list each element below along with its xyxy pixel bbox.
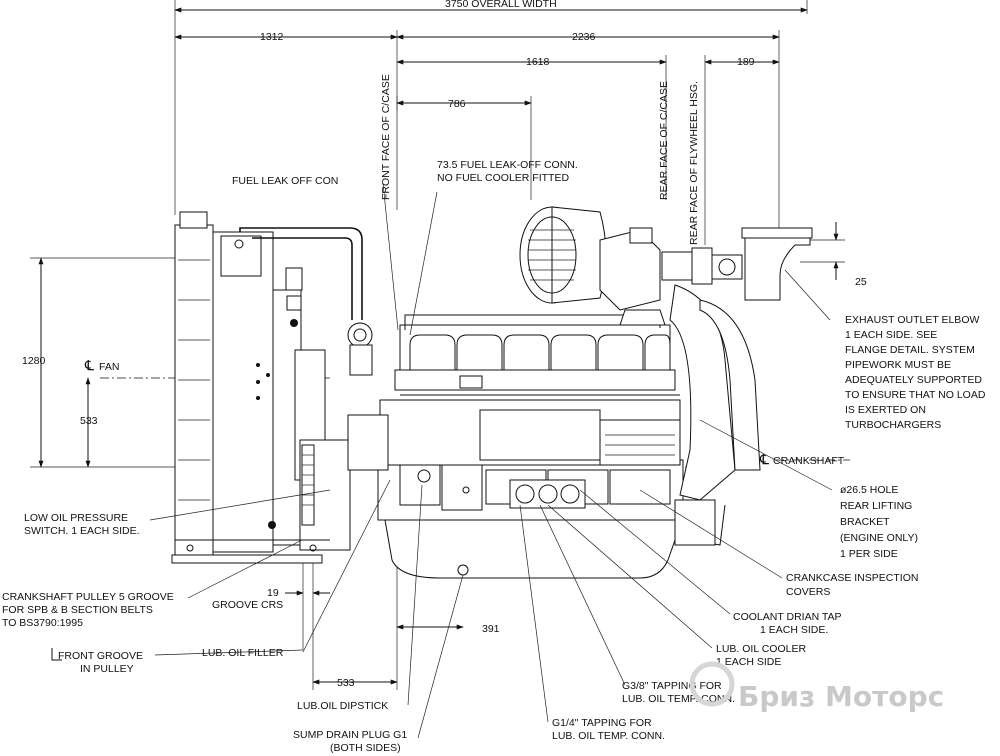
sump-plug-note: SUMP DRAIN PLUG G1 (BOTH SIDES) — [293, 729, 410, 754]
fuel-leak-off-con: FUEL LEAK OFF CON — [232, 175, 338, 187]
rear-face-label: REAR FACE OF C/CASE — [658, 81, 670, 200]
oil-cooler-note: LUB. OIL COOLER 1 EACH SIDE — [716, 643, 809, 668]
crankshaft-cl-label: CRANKSHAFT — [773, 455, 845, 467]
front-groove-symbol — [51, 648, 62, 661]
radiator — [171, 211, 363, 564]
rear-flywheel-label: REAR FACE OF FLYWHEEL HSG. — [688, 81, 700, 245]
dim-533-left: 533 — [80, 415, 98, 427]
crankcase-covers-note: CRANKCASE INSPECTION COVERS — [786, 572, 921, 598]
exhaust-outlet-note: EXHAUST OUTLET ELBOW 1 EACH SIDE. SEE FL… — [845, 314, 988, 431]
dim-391: 391 — [482, 623, 500, 635]
watermark: Бриз Моторс — [689, 661, 944, 713]
crankshaft-pulley — [301, 444, 315, 526]
engine-block — [347, 314, 684, 579]
fan-cl-symbol: ℄ — [84, 357, 94, 373]
pulley-note: CRANKSHAFT PULLEY 5 GROOVE FOR SPB & B S… — [2, 591, 177, 629]
crankshaft-cl-symbol: ℄ — [759, 451, 769, 467]
coolant-tap-note: COOLANT DRIAN TAP 1 EACH SIDE. — [733, 611, 844, 636]
lifting-hole-note: ø26.5 HOLE REAR LIFTING BRACKET (ENGINE … — [840, 484, 921, 560]
dim-189: 189 — [737, 56, 755, 68]
leader-lines — [149, 182, 833, 739]
groove-crs-label: GROOVE CRS — [212, 599, 283, 611]
watermark-text: Бриз Моторс — [738, 680, 944, 713]
dim-1312: 1312 — [260, 31, 284, 43]
front-groove-note: FRONT GROOVE IN PULLEY — [58, 650, 146, 675]
dim-25: 25 — [855, 276, 867, 288]
dim-1618: 1618 — [526, 56, 550, 68]
dim-786: 786 — [448, 98, 466, 110]
fan-cl-label: FAN — [99, 361, 119, 373]
dimension-lines — [30, 0, 845, 690]
g14-tapping-note: G1/4" TAPPING FOR LUB. OIL TEMP. CONN. — [552, 717, 665, 742]
fuel-leak-off-conn-note: 73.5 FUEL LEAK-OFF CONN. NO FUEL COOLER … — [437, 159, 581, 184]
dim-19: 19 — [267, 587, 279, 599]
turbocharger-group — [519, 206, 813, 546]
oil-filler-label: LUB. OIL FILLER — [202, 647, 284, 659]
dim-533-bottom: 533 — [337, 677, 355, 689]
dim-overall-width: 3750 OVERALL WIDTH — [445, 0, 557, 10]
dipstick-label: LUB.OIL DIPSTICK — [297, 700, 388, 712]
front-face-label: FRONT FACE OF C/CASE — [380, 74, 392, 200]
dim-1280: 1280 — [22, 355, 46, 367]
low-oil-pressure-note: LOW OIL PRESSURE SWITCH. 1 EACH SIDE. — [24, 512, 140, 537]
dim-2236: 2236 — [572, 31, 596, 43]
